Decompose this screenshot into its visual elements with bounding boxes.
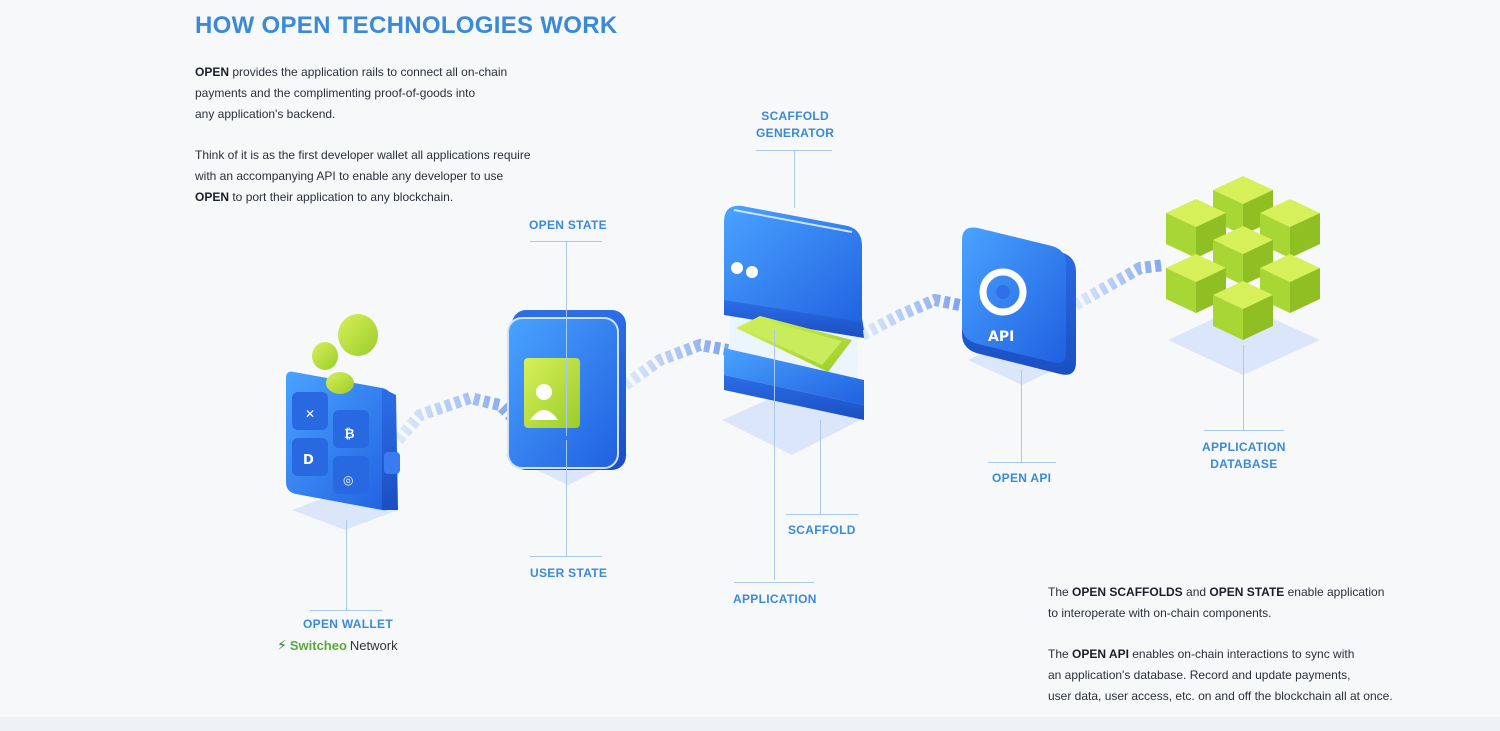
wallet-connector-line xyxy=(346,520,347,610)
arrow-api-to-database xyxy=(1072,259,1166,311)
api-icon-text: API xyxy=(988,329,1014,345)
switcheo-brand: Switcheo xyxy=(289,638,347,653)
bottom-strip xyxy=(0,717,1500,731)
intro-text: OPEN provides the application rails to c… xyxy=(195,62,575,228)
outro-paragraph-1: The OPEN SCAFFOLDS and OPEN STATE enable… xyxy=(1048,582,1428,624)
open-wallet-icon: ✕ ₿ D ◎ xyxy=(286,314,400,530)
database-connector-line xyxy=(1204,430,1284,431)
label-application-database-line2: DATABASE xyxy=(1210,457,1278,471)
open-state-connector-line xyxy=(566,241,567,436)
intro-text-line: any application's backend. xyxy=(195,107,336,121)
outro-paragraph-2: The OPEN API enables on-chain interactio… xyxy=(1048,644,1428,707)
intro-text-line: provides the application rails to connec… xyxy=(229,65,508,79)
label-scaffold-generator-line1: SCAFFOLD xyxy=(761,109,829,123)
scaffold-generator-icon xyxy=(722,205,864,455)
bolt-icon: ⚡ xyxy=(277,637,287,653)
label-scaffold-generator-line2: GENERATOR xyxy=(756,126,835,140)
outro-text: The OPEN SCAFFOLDS and OPEN STATE enable… xyxy=(1048,582,1428,727)
intro-text-line: Think of it is as the first developer wa… xyxy=(195,148,531,162)
arrow-scaffold-to-api xyxy=(859,293,962,341)
outro-bold: OPEN SCAFFOLDS xyxy=(1072,585,1183,599)
arrow-state-to-scaffold xyxy=(621,338,730,390)
outro-text-span: The xyxy=(1048,585,1073,599)
svg-text:₿: ₿ xyxy=(344,427,355,442)
label-open-state: OPEN STATE xyxy=(529,218,607,232)
outro-text-line: an application's database. Record and up… xyxy=(1048,668,1351,682)
open-api-connector-line xyxy=(1021,370,1022,462)
user-state-connector-line xyxy=(566,440,567,556)
label-application-database-line1: APPLICATION xyxy=(1202,440,1286,454)
outro-bold: OPEN STATE xyxy=(1209,585,1285,599)
intro-bold-open: OPEN xyxy=(195,65,230,79)
open-api-icon: API xyxy=(962,227,1076,385)
intro-bold-open: OPEN xyxy=(195,190,230,204)
label-open-api: OPEN API xyxy=(992,471,1052,485)
switcheo-network: Network xyxy=(349,638,398,653)
application-database-icon xyxy=(1166,176,1320,375)
application-connector-line xyxy=(774,330,775,580)
arrow-wallet-to-state xyxy=(393,391,525,444)
svg-text:D: D xyxy=(303,453,314,468)
outro-text-line: user data, user access, etc. on and off … xyxy=(1048,689,1393,703)
label-scaffold: SCAFFOLD xyxy=(788,523,856,537)
outro-text-span: The xyxy=(1048,647,1073,661)
label-scaffold-generator: SCAFFOLD GENERATOR xyxy=(756,108,834,142)
outro-bold: OPEN API xyxy=(1072,647,1129,661)
scaffold-generator-connector-line xyxy=(794,150,795,208)
intro-text-line: with an accompanying API to enable any d… xyxy=(195,169,504,183)
label-application: APPLICATION xyxy=(733,592,817,606)
label-open-wallet: OPEN WALLET xyxy=(303,617,393,631)
outro-text-span: enable application xyxy=(1284,585,1385,599)
intro-text-line: payments and the complimenting proof-of-… xyxy=(195,86,476,100)
label-application-database: APPLICATION DATABASE xyxy=(1202,439,1286,473)
open-api-connector-line xyxy=(988,462,1056,463)
wallet-connector-line xyxy=(310,610,382,611)
outro-text-span: and xyxy=(1182,585,1210,599)
page-title: HOW OPEN TECHNOLOGIES WORK xyxy=(195,12,618,39)
user-state-connector-line xyxy=(530,556,602,557)
svg-text:✕: ✕ xyxy=(305,407,315,421)
intro-text-line: to port their application to any blockch… xyxy=(229,190,454,204)
label-user-state: USER STATE xyxy=(530,566,608,580)
intro-paragraph-2: Think of it is as the first developer wa… xyxy=(195,145,575,208)
scaffold-connector-line xyxy=(786,514,858,515)
outro-text-span: enables on-chain interactions to sync wi… xyxy=(1128,647,1355,661)
scaffold-connector-line xyxy=(820,420,821,514)
outro-text-line: to interoperate with on-chain components… xyxy=(1048,606,1272,620)
application-connector-line xyxy=(734,582,814,583)
database-connector-line xyxy=(1243,345,1244,430)
svg-text:◎: ◎ xyxy=(343,473,353,487)
intro-paragraph-1: OPEN provides the application rails to c… xyxy=(195,62,575,125)
flow-arrows xyxy=(393,259,1166,444)
